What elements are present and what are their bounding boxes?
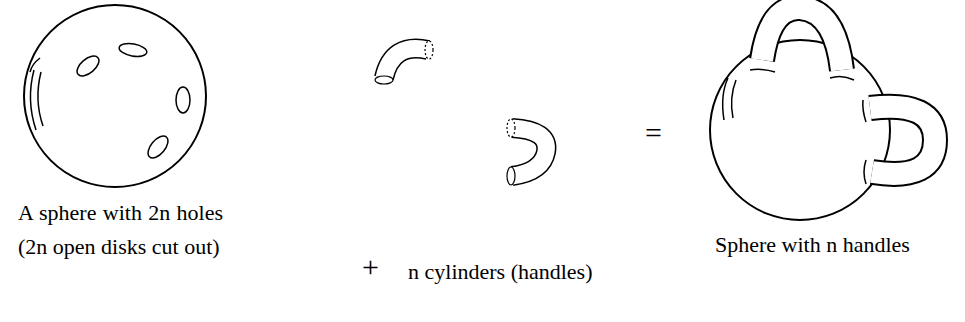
caption-text: Sphere with n handles [715,228,915,262]
operator-symbol: + [362,250,379,284]
caption-text: A sphere with 2n holes (2n open disks cu… [18,196,223,264]
operator-symbol: = [645,116,662,150]
sphere-with-handles [710,8,935,220]
cylinder [375,41,433,84]
caption-text: n cylinders (handles) [408,255,648,289]
cylinder [507,119,546,185]
sphere-with-holes [24,5,206,187]
